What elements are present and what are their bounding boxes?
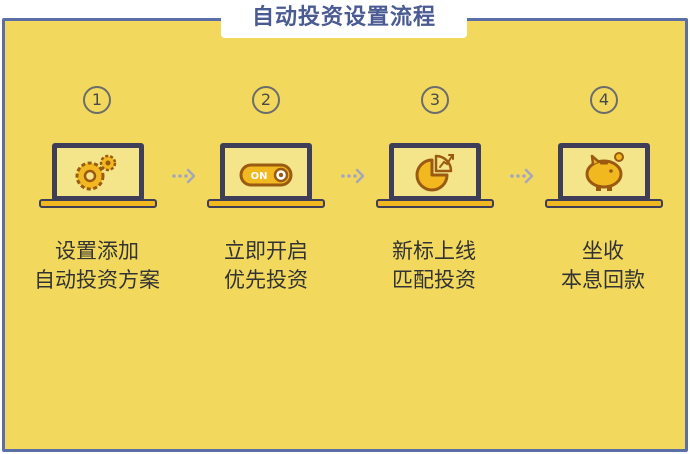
- step-label-1: 设置添加 自动投资方案: [34, 239, 160, 292]
- page-title: 自动投资设置流程: [251, 5, 436, 30]
- process-panel: [2, 18, 688, 452]
- laptop-step-4: [545, 143, 663, 208]
- gear-icon: [75, 154, 117, 191]
- step-number-4: 4: [590, 86, 618, 114]
- step-number-1: 1: [83, 86, 111, 114]
- piggy-bank-icon: [585, 152, 624, 191]
- step-number-3: 3: [421, 86, 449, 114]
- laptop-step-1: [39, 143, 157, 208]
- step-label-4: 坐收 本息回款: [561, 239, 645, 292]
- laptop-step-3: [376, 143, 494, 208]
- arrow-3-icon: [510, 168, 534, 184]
- step-label-3: 新标上线 匹配投资: [392, 239, 476, 292]
- laptop-step-2: ON: [207, 143, 325, 208]
- step-label-2: 立即开启 优先投资: [224, 239, 308, 292]
- step-number-2: 2: [252, 86, 280, 114]
- arrow-2-icon: [341, 168, 365, 184]
- pie-chart-icon: [415, 154, 454, 192]
- toggle-on-icon: ON: [239, 163, 293, 187]
- arrow-1-icon: [172, 168, 196, 184]
- svg-text:ON: ON: [251, 171, 268, 182]
- title-tab: [221, 0, 467, 38]
